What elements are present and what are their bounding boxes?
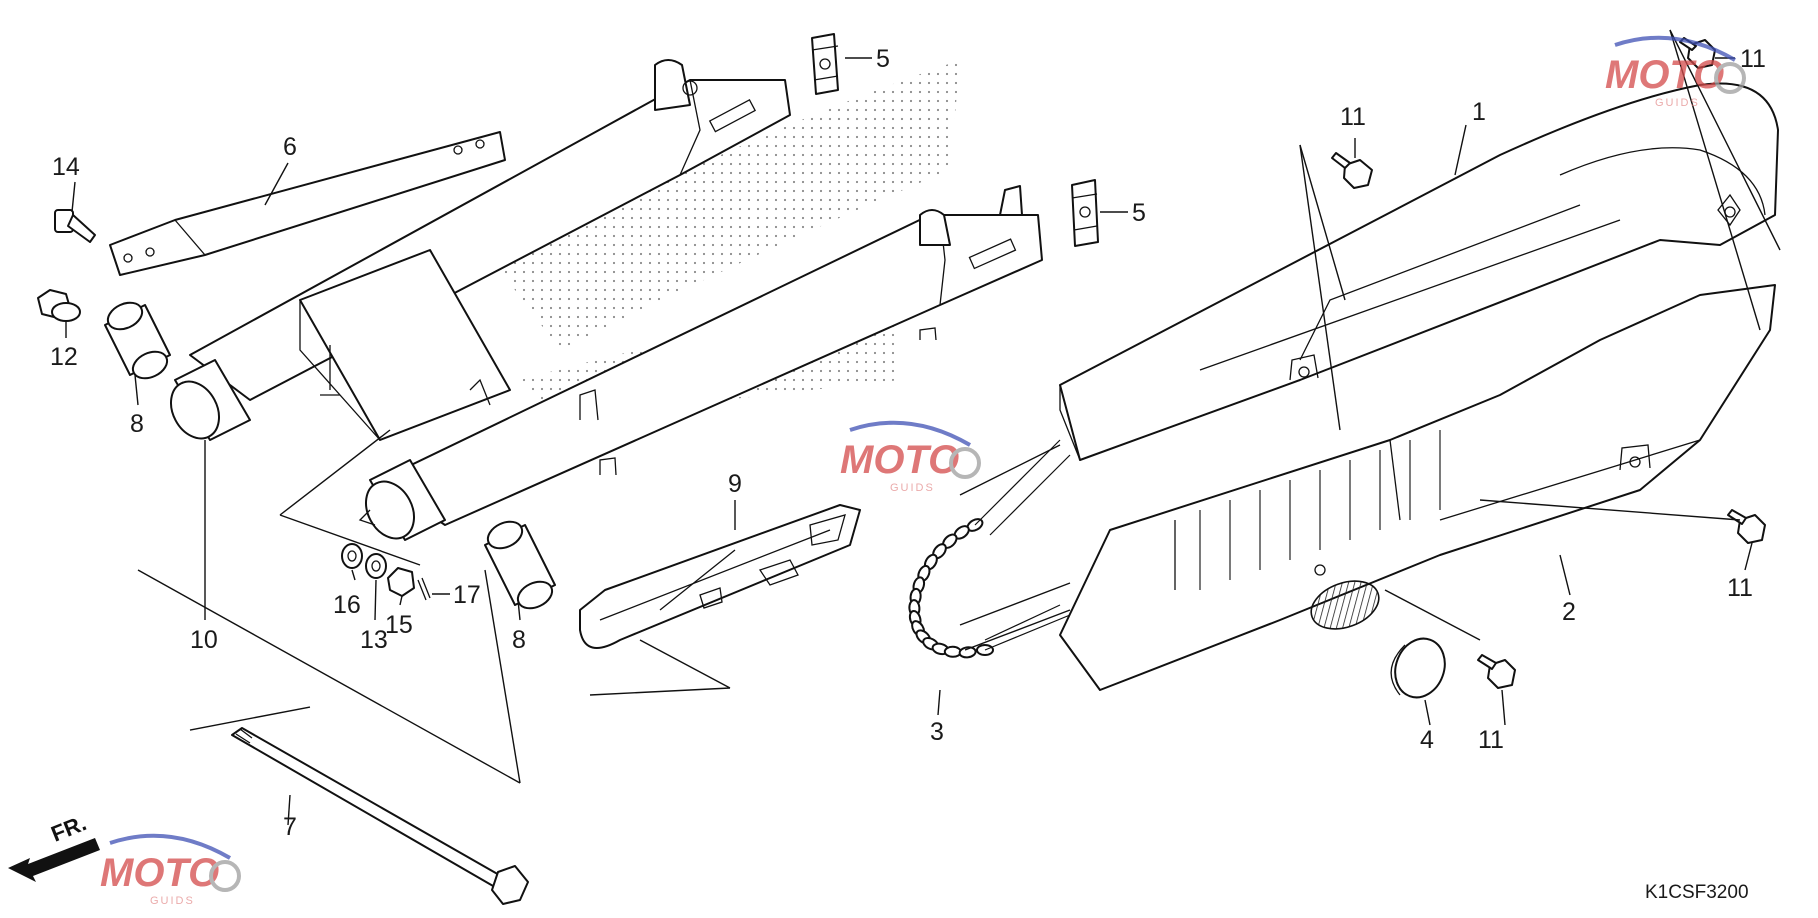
label-11-top-right: 11: [1740, 45, 1766, 73]
swingarm-part[interactable]: [161, 59, 1043, 547]
label-5-upper: 5: [876, 45, 890, 73]
chain-run-line: [989, 454, 1071, 536]
label-12: 12: [50, 343, 78, 371]
clip-5-lower-part[interactable]: [1071, 179, 1099, 247]
moto-guids-watermark-center: MOTO GUIDS: [840, 420, 981, 494]
label-8-left: 8: [130, 410, 144, 438]
nut-15-part[interactable]: [387, 567, 415, 597]
label-2: 2: [1562, 598, 1576, 626]
front-direction-arrow: FR.: [8, 810, 100, 882]
label-6: 6: [283, 133, 297, 161]
bolt-11-lower-part[interactable]: [1477, 654, 1516, 689]
label-11-lower: 11: [1478, 726, 1504, 754]
axle-7-part[interactable]: [231, 727, 529, 905]
watermark-brand: MOTO: [1605, 53, 1724, 97]
bolt-11-right-part[interactable]: [1727, 509, 1766, 544]
watermark-gear-icon: [209, 860, 241, 892]
chain-run-line: [984, 604, 1061, 641]
label-17: 17: [453, 581, 481, 609]
watermark-sub: GUIDS: [890, 482, 935, 494]
watermark-swoosh-icon: [109, 833, 232, 860]
watermark-gear-icon: [1714, 62, 1746, 94]
chain-run-line: [984, 614, 1071, 651]
bushing-8-upper-part[interactable]: [104, 298, 172, 384]
watermark-swoosh-icon: [1614, 35, 1737, 62]
nut-12-part[interactable]: [37, 289, 81, 322]
label-10: 10: [190, 626, 218, 654]
drive-chain-3-part[interactable]: [908, 439, 1071, 659]
cap-4-part[interactable]: [1387, 632, 1453, 705]
washer-16-part[interactable]: [341, 543, 363, 569]
cotter-pin-17-part[interactable]: [417, 577, 431, 601]
bolt-14-part[interactable]: [54, 209, 96, 243]
bushing-8-lower-part[interactable]: [484, 517, 557, 614]
rear-stay-part[interactable]: [109, 131, 506, 276]
chain-link: [943, 645, 962, 658]
diagram-code: K1CSF3200: [1645, 882, 1749, 903]
chain-slider-9-part[interactable]: [579, 504, 861, 649]
label-1: 1: [1472, 98, 1486, 126]
label-11-right: 11: [1727, 574, 1753, 602]
front-direction-label: FR.: [48, 810, 90, 846]
clip-5-upper-part[interactable]: [811, 33, 839, 95]
bolt-11-upper-part[interactable]: [1331, 152, 1373, 189]
watermark-brand: MOTO: [100, 851, 219, 895]
watermark-swoosh-icon: [849, 420, 972, 447]
label-4: 4: [1420, 726, 1434, 754]
chain-case-lower-2-part[interactable]: [1059, 284, 1776, 691]
label-15: 15: [385, 611, 413, 639]
part-labels: 1 2 3 4 5 5 6 7 8 8 9 10 11 11 11 11 12 …: [50, 45, 1766, 841]
chain-link: [958, 646, 977, 659]
moto-guids-watermark-top-right: MOTO GUIDS: [1605, 35, 1746, 109]
label-16: 16: [333, 591, 361, 619]
leader-lines: [65, 29, 1781, 826]
watermark-gear-icon: [949, 447, 981, 479]
label-5-lower: 5: [1132, 199, 1146, 227]
watermark-sub: GUIDS: [150, 895, 195, 907]
label-11-upper: 11: [1340, 103, 1366, 131]
label-8-right: 8: [512, 626, 526, 654]
label-14: 14: [52, 153, 80, 181]
washer-13-part[interactable]: [365, 553, 387, 579]
chain-run-line: [974, 439, 1061, 526]
label-3: 3: [930, 718, 944, 746]
label-7: 7: [283, 813, 297, 841]
chain-case-upper-1-part[interactable]: [1059, 82, 1779, 461]
label-13: 13: [360, 626, 388, 654]
label-9: 9: [728, 470, 742, 498]
watermark-brand: MOTO: [840, 438, 959, 482]
moto-guids-watermark-bottom-left: MOTO GUIDS: [100, 833, 241, 907]
watermark-sub: GUIDS: [1655, 97, 1700, 109]
